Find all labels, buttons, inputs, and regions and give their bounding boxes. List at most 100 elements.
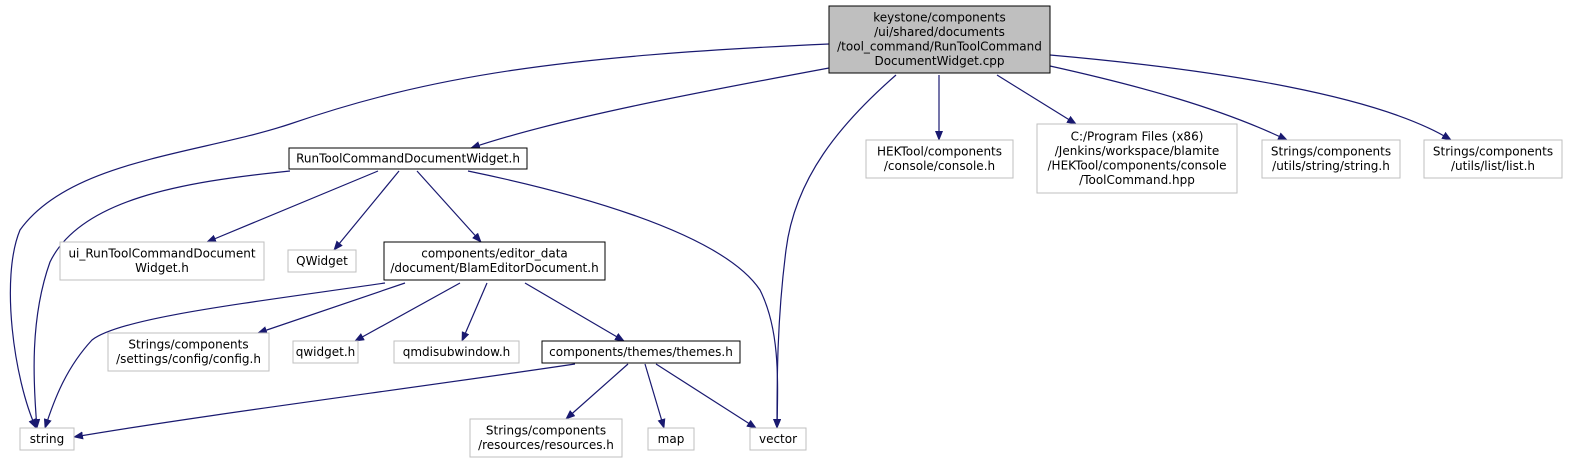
node-label-line: Strings/components [1433,145,1553,159]
edge-line [43,282,386,429]
node-box [287,249,357,273]
edge-rtcdw_h-to-vector [467,170,782,429]
edge-line [257,282,406,334]
edge-line [9,43,830,429]
node-list-h: Strings/components/utils/list/list.h [1423,139,1563,179]
edge-root-to-list_h [1049,54,1452,141]
edges-layer [9,43,1452,440]
edge-rtcdw_h-to-QWidget [333,170,400,251]
node-box [292,340,359,364]
node-label-line: /ui/shared/documents [874,25,1005,39]
node-box [19,427,75,451]
node-box [541,340,741,364]
edge-line [206,170,379,243]
node-qwidget-h: qwidget.h [292,340,359,364]
node-label-line: /console/console.h [884,159,995,173]
node-blamdoc-h[interactable]: components/editor_data/document/BlamEdit… [383,241,606,281]
edge-blamdoc_h-to-string [43,282,386,429]
edge-line [996,74,1077,125]
edge-themes_h-to-vector [655,363,757,429]
edge-themes_h-to-resources_h [565,363,629,420]
edge-root-to-string_h [1049,65,1288,141]
edge-line [73,363,576,440]
node-label-line: QWidget [296,254,348,268]
edge-blamdoc_h-to-config_h [257,282,406,334]
node-label-line: string [30,432,64,446]
node-console-h: HEKTool/components/console/console.h [865,139,1014,179]
node-rtcdw-h[interactable]: RunToolCommandDocumentWidget.h [288,147,528,170]
node-label-line: DocumentWidget.cpp [874,54,1004,68]
node-box [1423,139,1563,179]
edge-rtcdw_h-to-string [32,170,291,429]
node-label-line: map [658,432,685,446]
node-resources-h: Strings/components/resources/resources.h [469,418,623,458]
node-label-line: vector [759,432,797,446]
node-box [59,241,265,281]
edge-line [565,363,629,420]
node-label-line: ui_RunToolCommandDocument [68,247,255,261]
node-string: string [19,427,75,451]
node-label-line: /settings/config/config.h [116,352,261,366]
node-label-line: RunToolCommandDocumentWidget.h [296,151,520,165]
edge-line [773,74,897,429]
node-box [107,332,270,372]
node-box [749,427,807,451]
edge-line [524,282,625,342]
edge-line [333,170,400,251]
node-box [1036,123,1238,194]
node-box [288,147,528,170]
node-label-line: C:/Program Files (x86) [1071,130,1204,144]
node-root[interactable]: keystone/components/ui/shared/documents/… [828,5,1051,74]
node-label-line: /ToolCommand.hpp [1079,173,1195,187]
node-label-line: keystone/components [873,11,1005,25]
node-label-line: components/editor_data [421,247,568,261]
node-label-line: Widget.h [135,261,189,275]
node-label-line: components/themes/themes.h [549,345,733,359]
node-vector: vector [749,427,807,451]
edge-rtcdw_h-to-blamdoc_h [416,170,482,243]
node-label-line: qwidget.h [296,345,356,359]
nodes-layer: keystone/components/ui/shared/documents/… [19,5,1563,458]
node-box [865,139,1014,179]
node-label-line: /utils/string/string.h [1272,159,1390,173]
edge-blamdoc_h-to-qwidget_h [354,282,461,342]
edge-themes_h-to-string [73,363,576,440]
node-label-line: /resources/resources.h [478,438,614,452]
node-label-line: /utils/list/list.h [1451,159,1535,173]
edge-line [32,170,291,429]
node-label-line: Strings/components [128,338,248,352]
edge-line [644,363,666,429]
edge-themes_h-to-map [644,363,666,429]
node-label-line: /document/BlamEditorDocument.h [390,261,598,275]
node-box [647,427,695,451]
edge-line [467,170,782,429]
node-qmdisubwindow-h: qmdisubwindow.h [393,340,520,364]
edge-blamdoc_h-to-themes_h [524,282,625,342]
node-label-line: HEKTool/components [877,145,1002,159]
node-ui-h: ui_RunToolCommandDocumentWidget.h [59,241,265,281]
node-map: map [647,427,695,451]
node-box [393,340,520,364]
edge-line [470,67,830,149]
edge-rtcdw_h-to-ui_h [206,170,379,243]
edge-line [354,282,461,342]
node-string-h: Strings/components/utils/string/string.h [1261,139,1401,179]
node-box [1261,139,1401,179]
edge-root-to-toolcommand_hpp [996,74,1077,125]
node-QWidget: QWidget [287,249,357,273]
node-label-line: /tool_command/RunToolCommand [837,40,1042,54]
edge-root-to-rtcdw_h [470,67,830,149]
node-box [828,5,1051,74]
node-label-line: /Jenkins/workspace/blamite [1055,144,1219,158]
node-box [383,241,606,281]
edge-root-to-vector [773,74,897,429]
edge-line [1049,65,1288,141]
node-label-line: Strings/components [1271,145,1391,159]
edge-line [655,363,757,429]
node-label-line: /HEKTool/components/console [1048,159,1227,173]
node-config-h: Strings/components/settings/config/confi… [107,332,270,372]
node-label-line: Strings/components [486,424,606,438]
node-themes-h[interactable]: components/themes/themes.h [541,340,741,364]
edge-line [461,282,488,342]
edge-root-to-string [9,43,830,429]
